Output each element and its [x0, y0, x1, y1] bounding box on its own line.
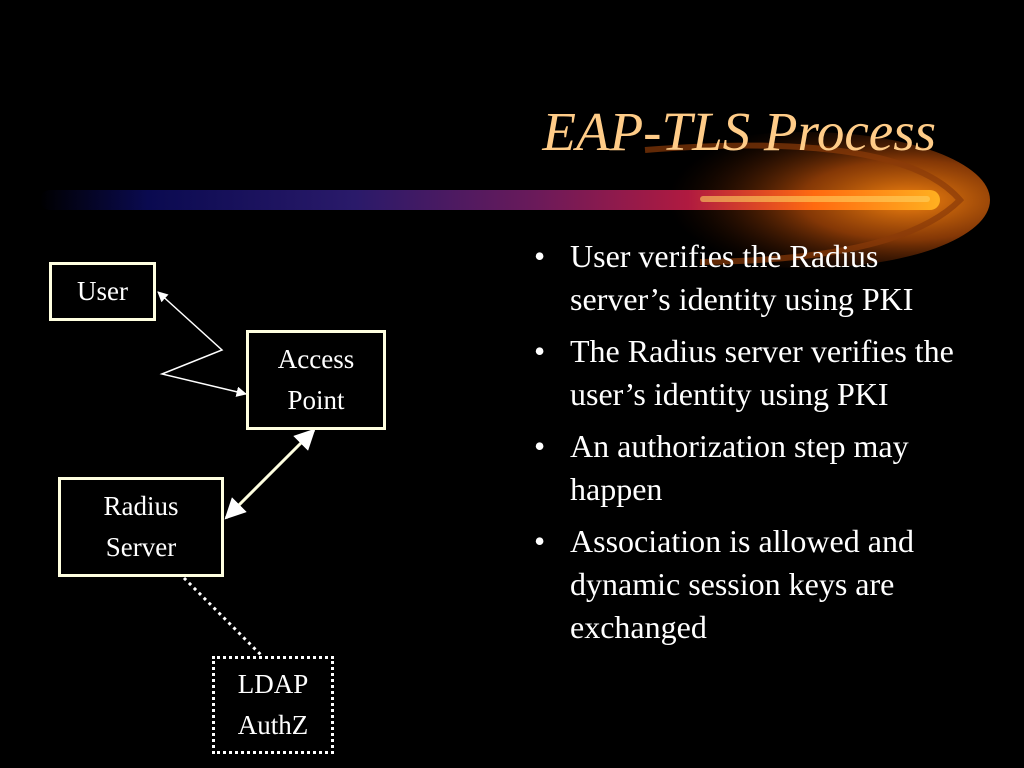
wireless-link-user-access-point	[157, 291, 248, 397]
node-access-point-label-line1: Access	[277, 344, 355, 374]
node-radius-server-label-line2: Server	[105, 532, 177, 562]
beam-highlight	[700, 196, 930, 202]
bullet-dot-icon: •	[534, 428, 546, 464]
node-access-point: Access Point	[246, 330, 386, 430]
bullet-text: An authorization step may happen	[570, 428, 909, 507]
glow-rim	[644, 142, 965, 265]
bullet-list: • User verifies the Radius server’s iden…	[530, 235, 970, 658]
node-ldap-authz: LDAP AuthZ	[212, 656, 334, 754]
node-ldap-label-line2: AuthZ	[237, 710, 309, 740]
node-radius-server-label-line1: Radius	[103, 491, 179, 521]
color-beam	[40, 190, 940, 210]
bullet-dot-icon: •	[534, 238, 546, 274]
bullet-item: • User verifies the Radius server’s iden…	[530, 235, 970, 321]
bullet-text: User verifies the Radius server’s identi…	[570, 238, 914, 317]
bullet-text: The Radius server verifies the user’s id…	[570, 333, 954, 412]
bullet-dot-icon: •	[534, 333, 546, 369]
bullet-item: • The Radius server verifies the user’s …	[530, 330, 970, 416]
node-access-point-label-line2: Point	[287, 385, 345, 415]
node-user-label: User	[77, 276, 128, 306]
bullet-dot-icon: •	[534, 523, 546, 559]
node-user: User	[49, 262, 156, 321]
link-access-point-radius-server	[224, 428, 316, 520]
bullet-item: • An authorization step may happen	[530, 425, 970, 511]
node-radius-server: Radius Server	[58, 477, 224, 577]
bullet-text: Association is allowed and dynamic sessi…	[570, 523, 914, 645]
bullet-item: • Association is allowed and dynamic ses…	[530, 520, 970, 649]
slide-title: EAP-TLS Process	[542, 101, 936, 162]
node-ldap-label-line1: LDAP	[237, 669, 309, 699]
link-radius-server-ldap	[182, 576, 264, 658]
